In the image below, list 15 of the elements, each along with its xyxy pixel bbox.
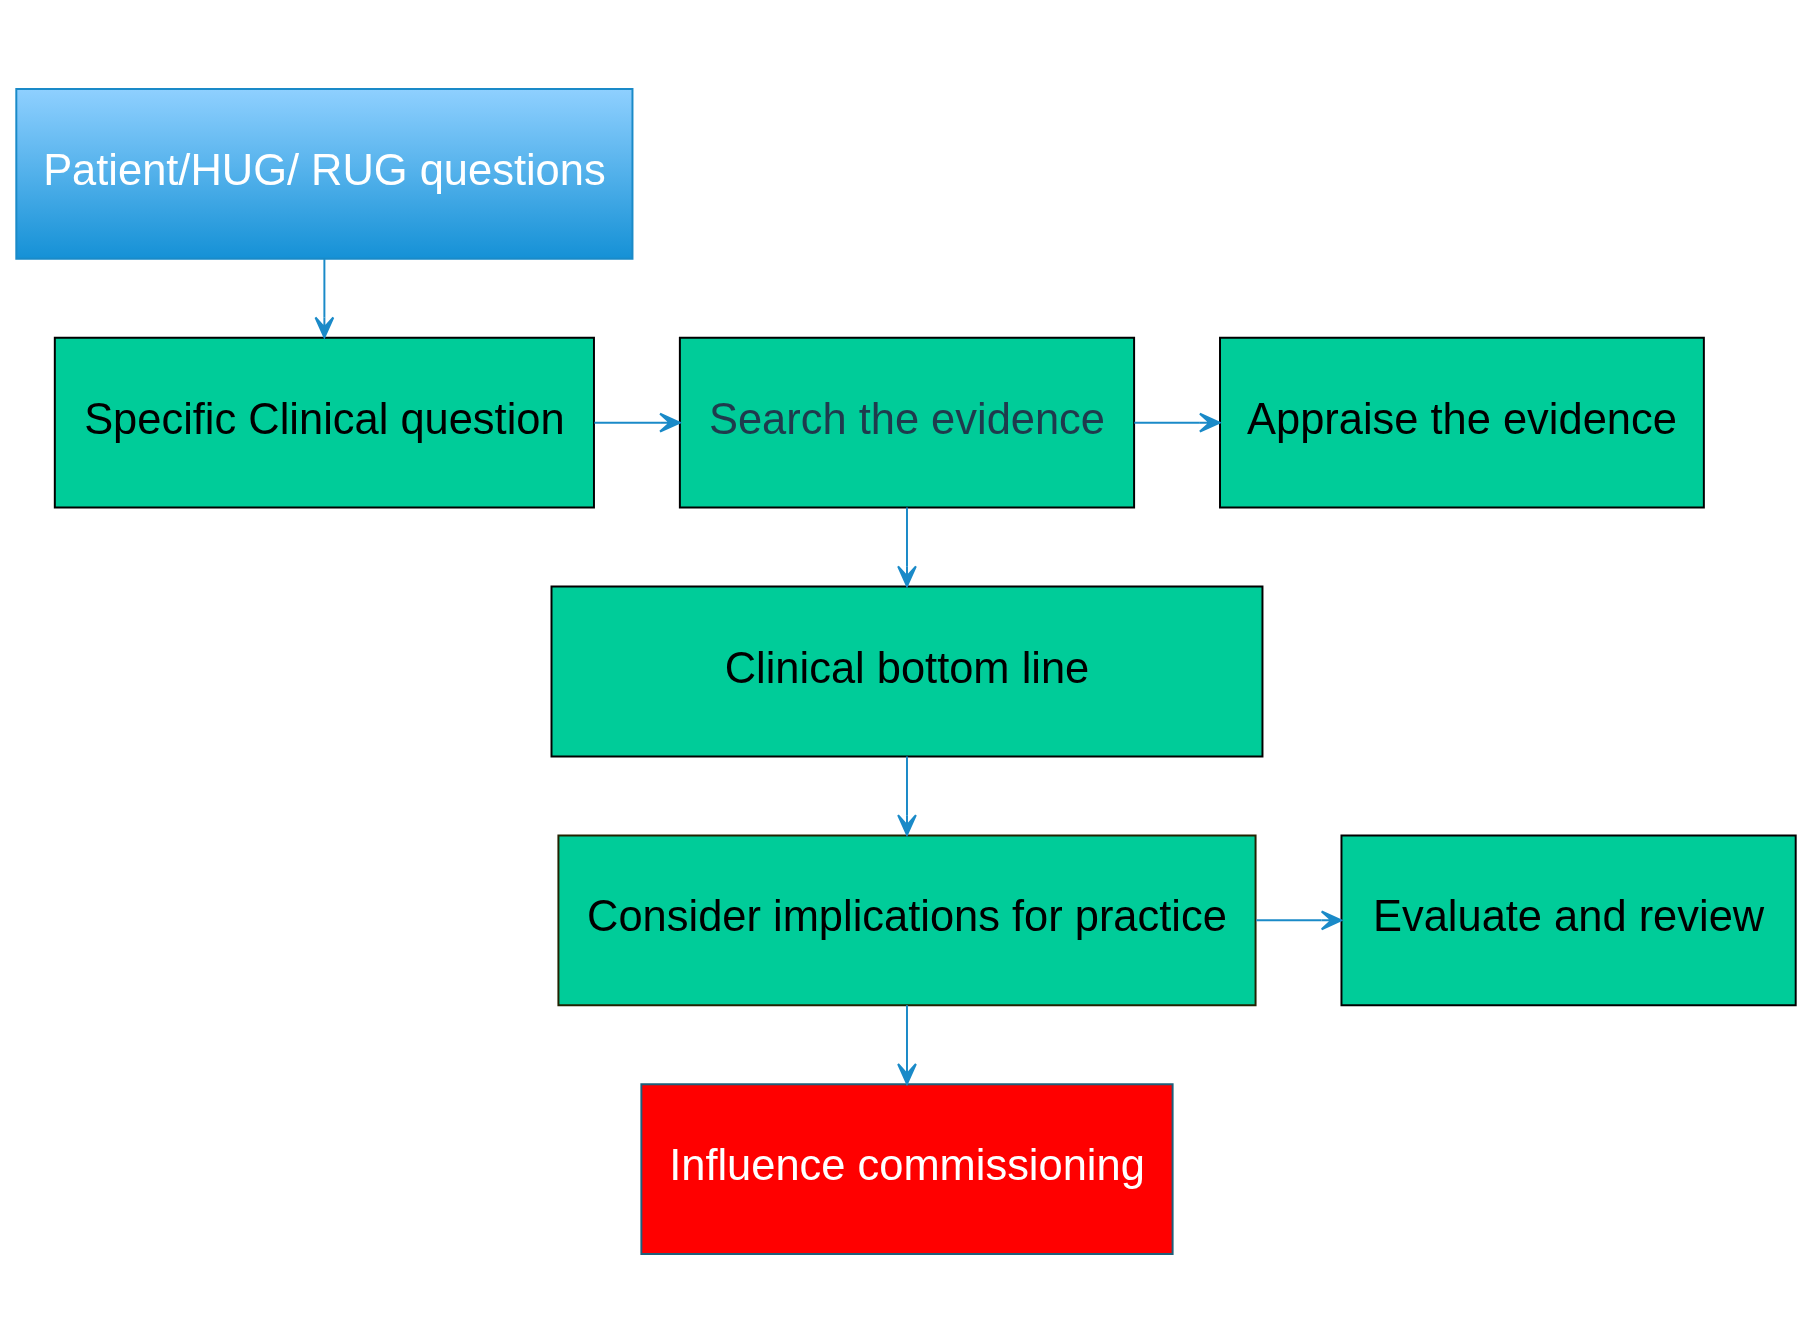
arrow [314,257,335,338]
arrow [1255,909,1343,930]
node-box: Patient/HUG/ RUG questions [15,87,634,260]
node-box: Specific Clinical question [53,336,595,509]
arrow [897,754,917,836]
node-box: Consider implications for practice [557,833,1257,1006]
arrow [1133,412,1221,433]
arrow [897,1003,917,1085]
arrow [897,506,917,587]
node-box: Appraise the evidence [1219,336,1705,509]
node-box: Evaluate and review [1340,833,1797,1006]
node-box: Search the evidence [678,336,1136,509]
node-box: Clinical bottom line [550,585,1264,757]
arrow [593,412,681,433]
node-box: Influence commissioning [640,1082,1174,1255]
